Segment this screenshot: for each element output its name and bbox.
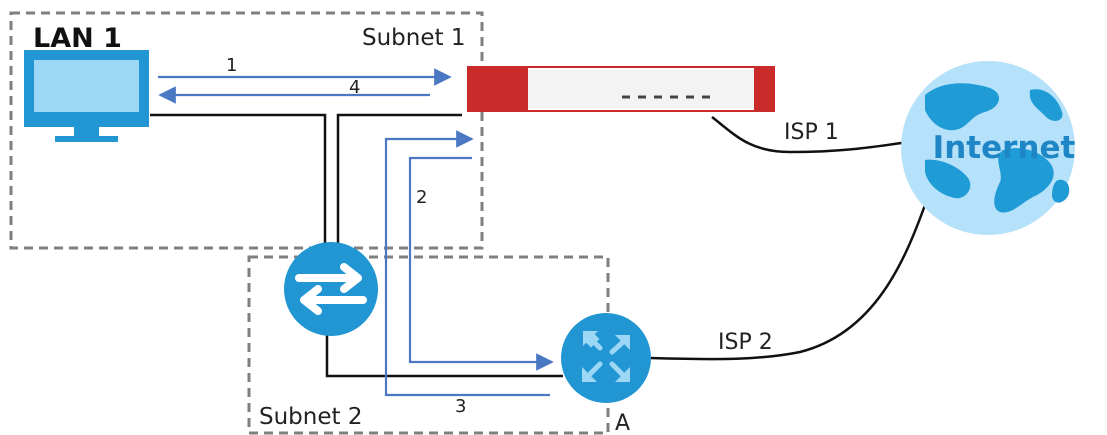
isp1-label: ISP 1 bbox=[784, 120, 839, 145]
subnet2-zone bbox=[247, 255, 610, 435]
router-label: A bbox=[615, 411, 630, 435]
firewall-icon bbox=[467, 66, 775, 112]
pc-to-switch-cable bbox=[150, 113, 327, 252]
router-to-internet-cable-isp2 bbox=[649, 204, 927, 361]
firewall-to-internet-cable-isp1 bbox=[711, 116, 909, 154]
isp2-label: ISP 2 bbox=[718, 330, 773, 355]
switch-to-router-cable bbox=[325, 330, 563, 378]
globe-icon: Internet bbox=[901, 61, 1076, 235]
subnet2-label: Subnet 2 bbox=[259, 404, 362, 430]
computer-icon bbox=[24, 50, 149, 142]
arrow-step-3 bbox=[384, 130, 550, 397]
arrow-step-2 bbox=[408, 156, 554, 371]
step-3-label: 3 bbox=[455, 396, 466, 417]
step-1-label: 1 bbox=[226, 55, 237, 76]
traffic-arrows bbox=[158, 68, 554, 397]
lan-label: LAN 1 bbox=[33, 23, 122, 54]
step-2-label: 2 bbox=[416, 187, 427, 208]
cables bbox=[150, 113, 927, 378]
subnet1-zone bbox=[9, 11, 484, 250]
subnet1-label: Subnet 1 bbox=[362, 25, 465, 51]
firewall-to-switch-cable bbox=[336, 113, 462, 252]
router-icon bbox=[561, 313, 651, 403]
step-4-label: 4 bbox=[349, 77, 360, 98]
switch-icon bbox=[284, 242, 378, 336]
internet-label: Internet bbox=[933, 130, 1076, 166]
